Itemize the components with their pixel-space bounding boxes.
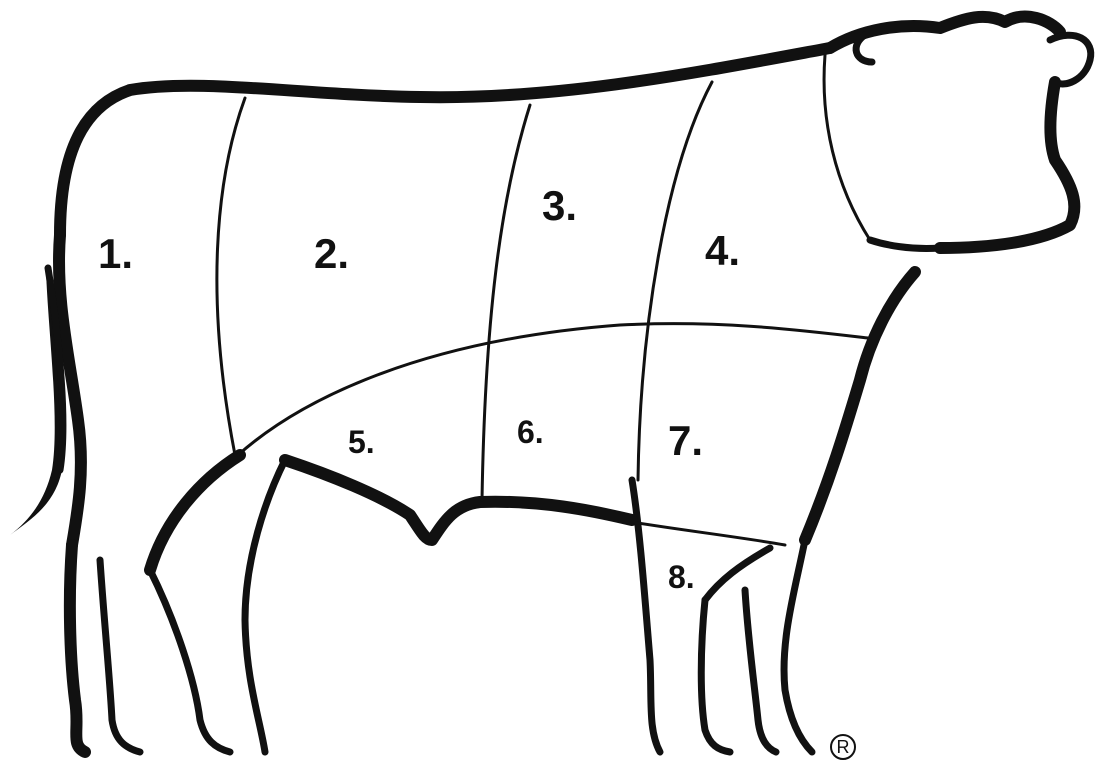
front-leg-inner [697, 596, 734, 756]
back-line [54, 42, 836, 241]
cow-outline [10, 10, 1095, 758]
cut-label-4: 4. [705, 227, 740, 274]
neck-line [822, 53, 872, 242]
tail [10, 265, 65, 535]
belly [279, 454, 638, 546]
cut-line-1-2 [215, 96, 247, 457]
hind-thigh [144, 449, 246, 576]
cut-label-6: 6. [517, 414, 544, 450]
foreleg-elbow [701, 544, 774, 604]
cut-label-8: 8. [668, 559, 695, 595]
cut-line-2-3 [480, 103, 532, 502]
hind-leg-inner-back [96, 556, 144, 756]
cut-labels: 1. 2. 3. 4. 5. 6. 7. 8. [98, 182, 740, 595]
rump-outline [53, 229, 87, 551]
hind-leg-front-inner [146, 566, 234, 756]
jaw [866, 236, 944, 252]
tail-line [44, 264, 67, 474]
cut-label-7: 7. [668, 417, 703, 464]
ear [1046, 31, 1095, 88]
hind-leg-back [63, 539, 91, 758]
chest-front [799, 266, 921, 546]
front-leg-rear [741, 586, 780, 756]
hind-leg-front [241, 456, 289, 756]
face [934, 76, 1081, 254]
cut-line-7-8 [630, 520, 787, 547]
registered-mark-letter: R [837, 737, 850, 757]
cut-label-1: 1. [98, 230, 133, 277]
cut-label-3: 3. [542, 182, 577, 229]
cut-lines [215, 80, 870, 547]
registered-mark: R [830, 734, 856, 760]
head-top [824, 10, 1066, 54]
front-leg-front [780, 536, 816, 756]
cut-label-2: 2. [314, 230, 349, 277]
cut-line-horizontal [236, 322, 870, 457]
cut-label-5: 5. [348, 424, 375, 460]
horn-curl [852, 31, 876, 66]
cut-line-3-4 [636, 80, 714, 482]
